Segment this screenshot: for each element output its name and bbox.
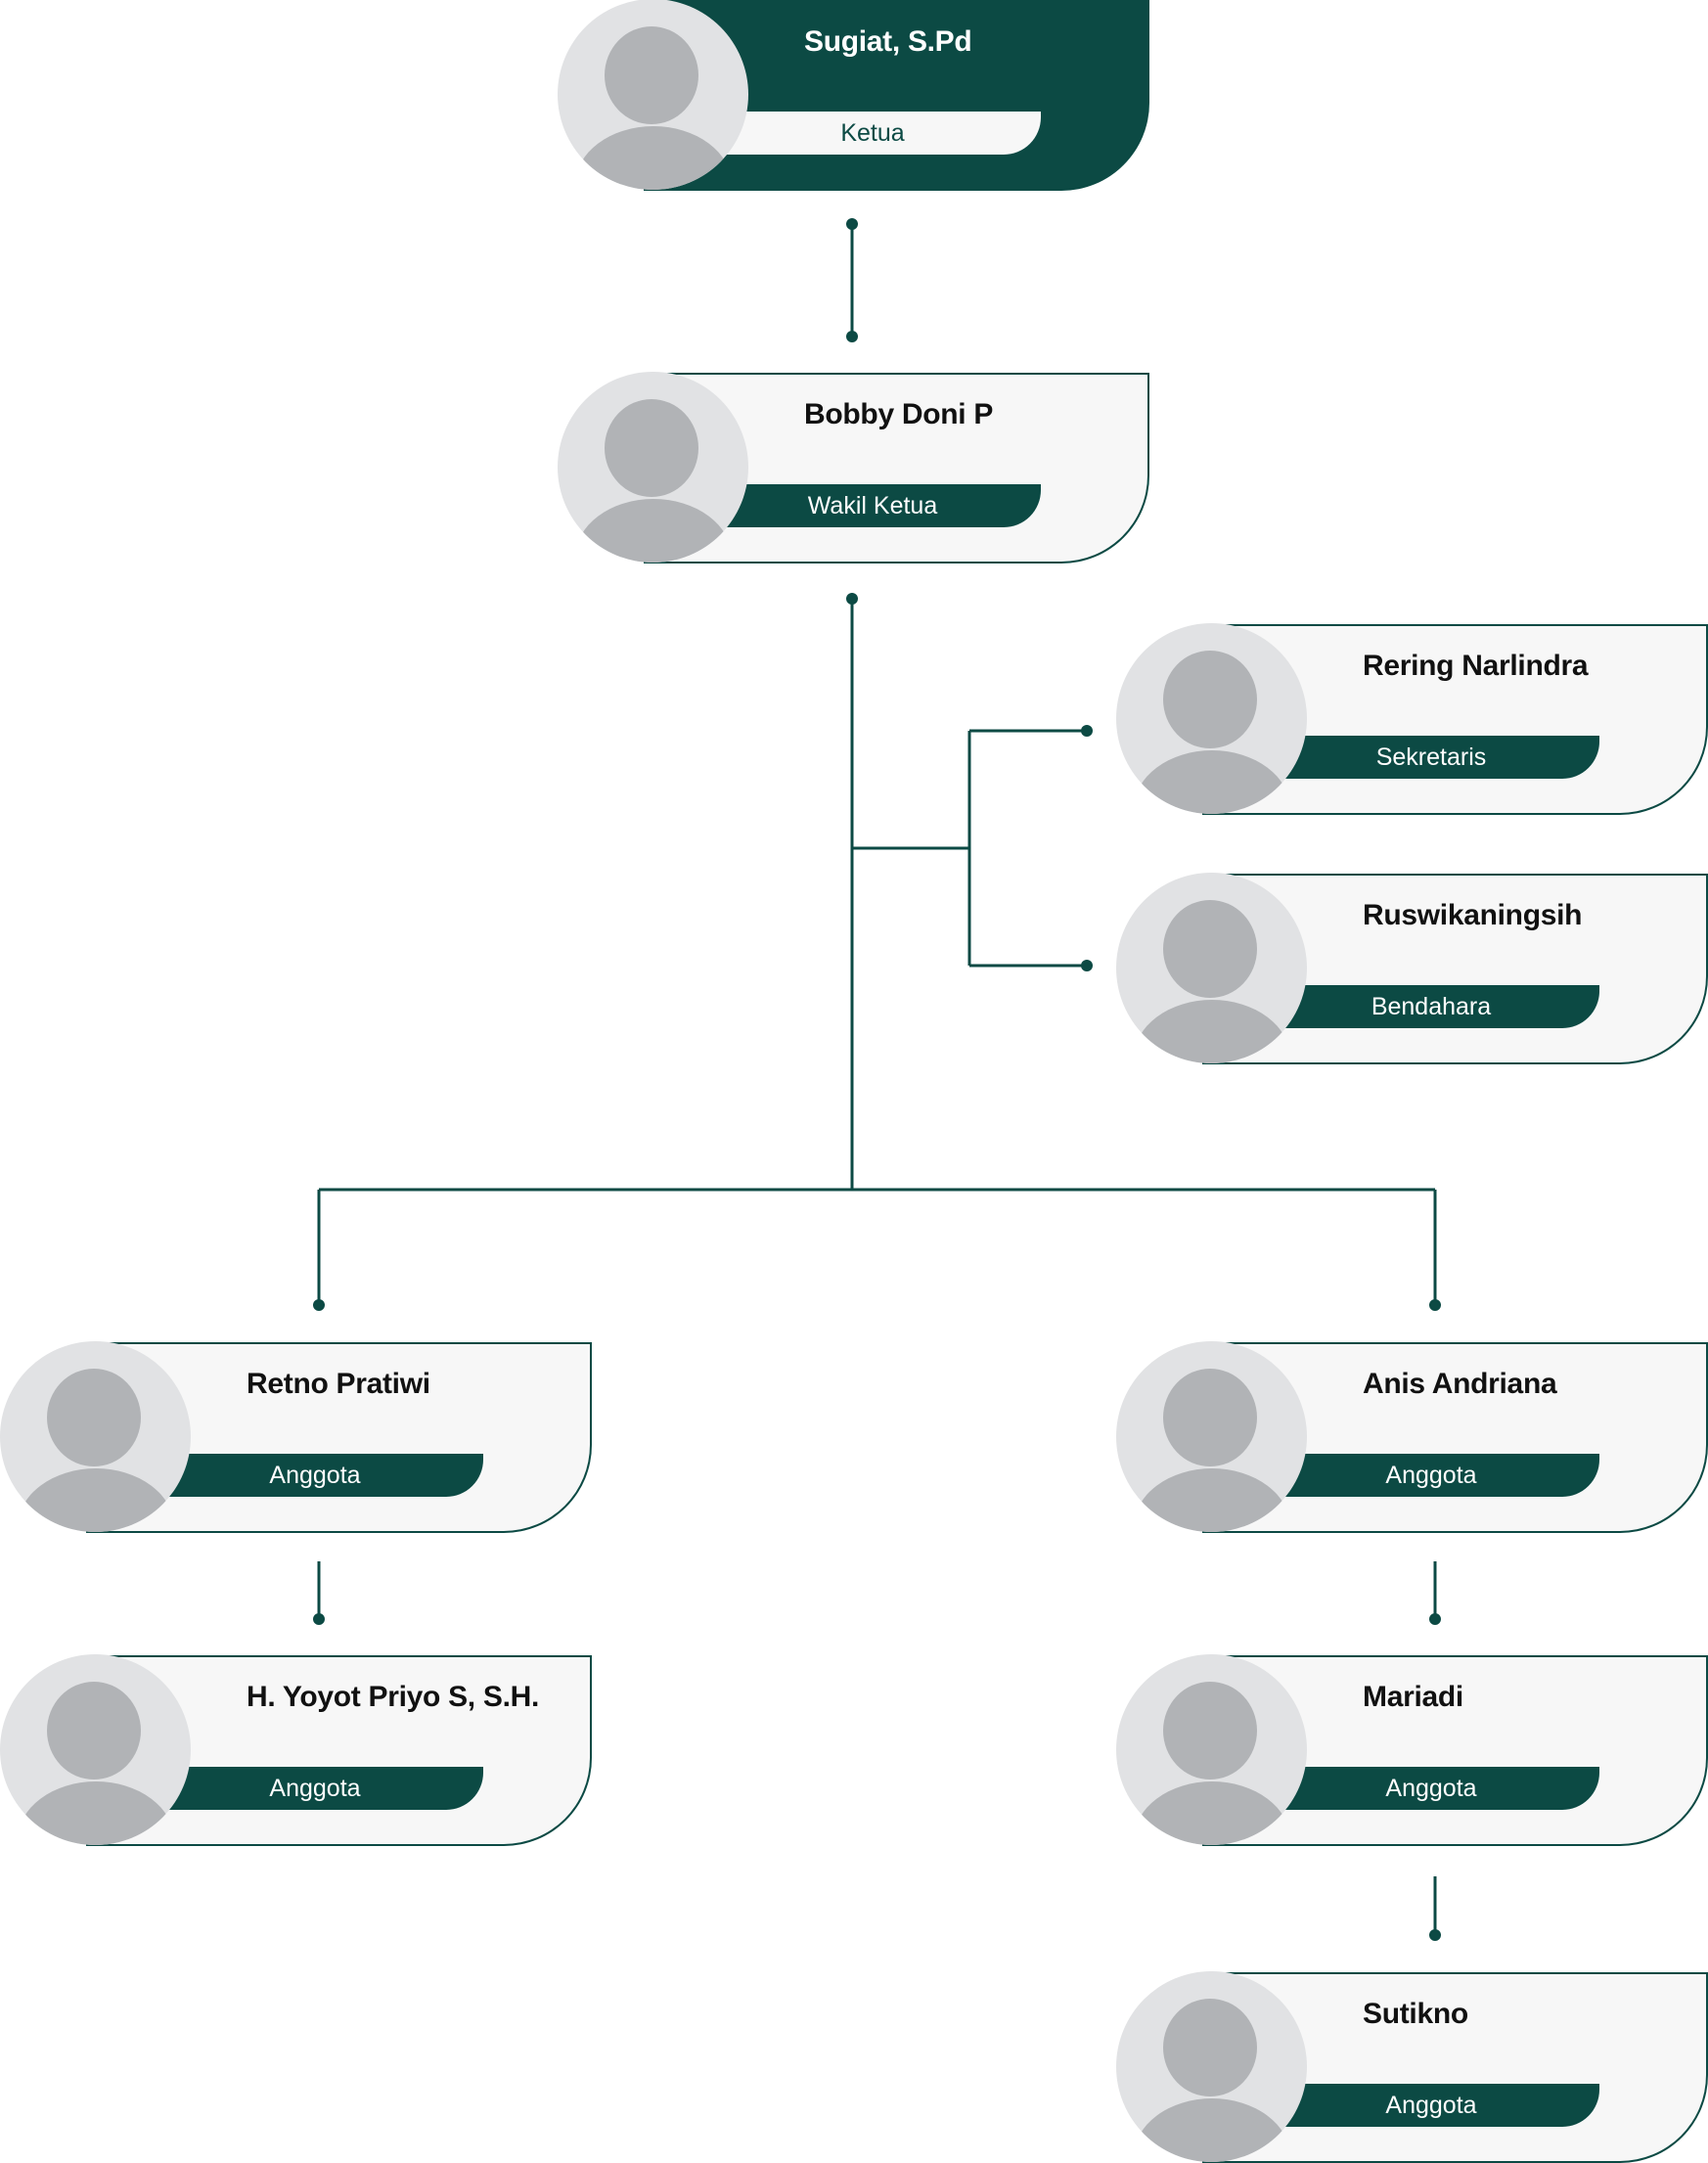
role-bar (1263, 2084, 1599, 2127)
member-role: Anggota (269, 1775, 361, 1802)
member-card-wakil-ketua: Bobby Doni P Wakil Ketua (558, 372, 1149, 563)
person-avatar-icon (558, 372, 748, 563)
person-avatar-icon (1116, 873, 1307, 1063)
member-card-ketua: Sugiat, S.Pd Ketua (558, 0, 1149, 191)
member-card-bendahara: Ruswikaningsih Bendahara (1116, 873, 1708, 1064)
role-bar (704, 484, 1041, 527)
member-name: Bobby Doni P (804, 398, 994, 430)
member-name: Rering Narlindra (1363, 650, 1589, 682)
member-name: Sutikno (1363, 1998, 1468, 2030)
member-role: Sekretaris (1375, 744, 1487, 771)
member-name: Anis Andriana (1363, 1368, 1557, 1400)
role-bar (704, 112, 1041, 155)
member-name: H. Yoyot Priyo S, S.H. (247, 1681, 540, 1713)
member-name: Mariadi (1363, 1681, 1463, 1713)
member-role: Anggota (1385, 1462, 1477, 1489)
member-name: Retno Pratiwi (247, 1368, 430, 1400)
member-card-anggota-4: Mariadi Anggota (1116, 1654, 1708, 1846)
member-role: Anggota (1385, 1775, 1477, 1802)
person-avatar-icon (1116, 1341, 1307, 1532)
member-role: Bendahara (1371, 993, 1492, 1020)
member-card-anggota-5: Sutikno Anggota (1116, 1971, 1708, 2163)
person-avatar-icon (1116, 1971, 1307, 2162)
person-avatar-icon (0, 1654, 191, 1845)
member-role: Anggota (1385, 2092, 1477, 2119)
person-avatar-icon (558, 0, 748, 190)
role-bar (147, 1767, 483, 1810)
member-card-anggota-3: H. Yoyot Priyo S, S.H. Anggota (0, 1654, 592, 1846)
role-bar (147, 1454, 483, 1497)
person-avatar-icon (1116, 623, 1307, 814)
person-avatar-icon (1116, 1654, 1307, 1845)
person-avatar-icon (0, 1341, 191, 1532)
role-bar (1263, 1767, 1599, 1810)
member-role: Wakil Ketua (807, 492, 938, 519)
member-card-anggota-2: Anis Andriana Anggota (1116, 1341, 1708, 1533)
role-bar (1263, 985, 1599, 1028)
member-name: Sugiat, S.Pd (804, 25, 972, 58)
member-card-sekretaris: Rering Narlindra Sekretaris (1116, 623, 1708, 815)
member-role: Anggota (269, 1462, 361, 1489)
member-card-anggota-1: Retno Pratiwi Anggota (0, 1341, 592, 1533)
member-name: Ruswikaningsih (1363, 899, 1583, 931)
role-bar (1263, 1454, 1599, 1497)
role-bar (1263, 736, 1599, 779)
member-role: Ketua (840, 119, 905, 147)
